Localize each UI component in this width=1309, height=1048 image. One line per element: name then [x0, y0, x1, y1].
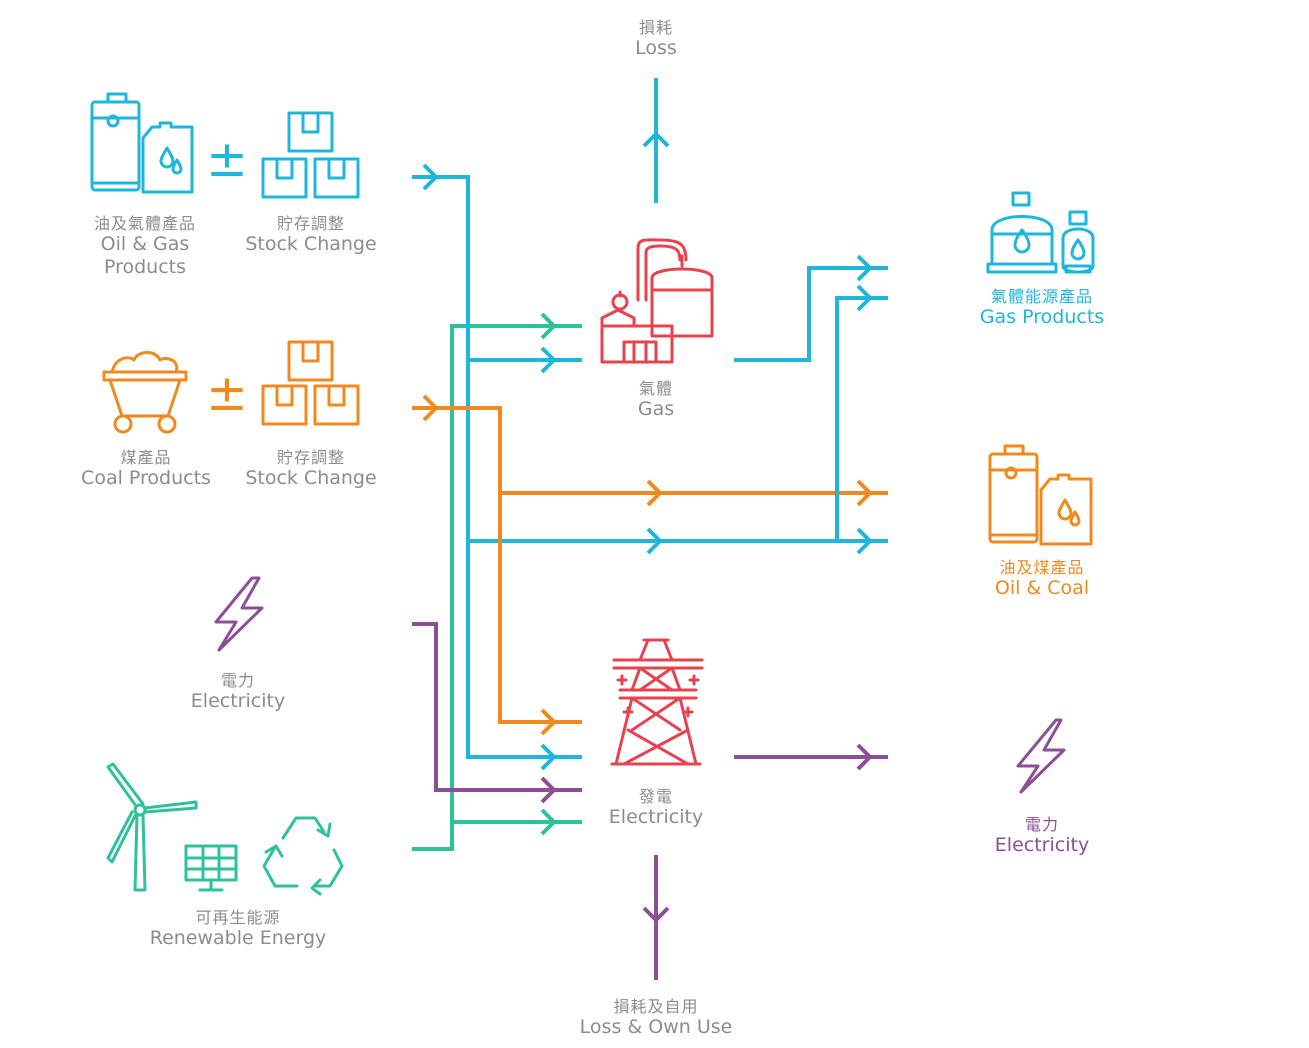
arrow-right-icon	[856, 254, 873, 282]
arrow-right-icon	[856, 743, 873, 771]
arrow-right-icon	[646, 527, 663, 555]
label-zh: 貯存調整	[276, 214, 345, 233]
label-zh: 損耗及自用	[613, 997, 699, 1016]
label-zh: 發電	[638, 787, 674, 806]
label-en: Oil & Gas	[100, 233, 190, 256]
gas-loss-label: 損耗 Loss	[635, 18, 677, 60]
lightning-icon	[1016, 718, 1066, 794]
arrow-right-icon	[540, 743, 557, 771]
lightning-icon	[214, 576, 264, 652]
power-loss-label: 損耗及自用 Loss & Own Use	[580, 997, 733, 1039]
solar-panel-icon	[184, 844, 238, 892]
electricity-output-label: 電力 Electricity	[995, 815, 1089, 857]
oil-coal-tanks-icon	[988, 444, 1093, 546]
arrow-right-icon	[540, 776, 557, 804]
label-en: Stock Change	[245, 233, 377, 256]
coal-stock-change-label: 貯存調整 Stock Change	[245, 448, 376, 490]
label-en: Gas Products	[979, 306, 1105, 329]
power-generation-label: 發電 Electricity	[609, 787, 703, 829]
label-en-line2: Products	[103, 255, 187, 278]
electricity-import-line	[412, 622, 582, 792]
label-en: Electricity	[994, 834, 1090, 857]
arrow-right-icon	[422, 394, 439, 422]
plus-minus-icon: ±	[206, 130, 248, 188]
recycle-icon	[262, 816, 344, 896]
label-zh: 氣體	[638, 379, 674, 398]
oil-gas-flow-line	[412, 175, 888, 759]
wind-turbine-icon	[106, 762, 198, 892]
label-en: Renewable Energy	[149, 927, 327, 950]
label-en: Loss & Own Use	[579, 1016, 733, 1039]
coal-cart-icon	[102, 351, 188, 434]
label-en: Coal Products	[81, 467, 211, 490]
label-zh: 損耗	[638, 18, 673, 37]
plus-minus-icon: ±	[206, 364, 248, 422]
gas-cylinders-icon	[986, 191, 1095, 274]
arrow-down-icon	[642, 906, 670, 923]
arrow-right-icon	[856, 527, 873, 555]
label-en: Oil & Coal	[994, 577, 1090, 600]
label-zh: 貯存調整	[276, 448, 345, 467]
arrow-right-icon	[540, 346, 557, 374]
transmission-tower-icon	[610, 638, 704, 766]
label-zh: 油及煤產品	[999, 558, 1085, 577]
arrow-right-icon	[540, 312, 557, 340]
oil-gas-products-label: 油及氣體產品 Oil & Gas Products	[94, 214, 196, 279]
plus-minus-sign: ±	[206, 130, 248, 188]
electricity-source-label: 電力 Electricity	[191, 671, 285, 713]
label-en: Loss	[635, 37, 677, 60]
label-zh: 煤產品	[120, 448, 172, 467]
label-zh: 油及氣體產品	[93, 214, 197, 233]
oil-gas-tanks-icon	[90, 92, 194, 194]
arrow-right-icon	[422, 163, 439, 191]
coal-flow-line	[412, 406, 888, 724]
gas-plant-icon	[600, 238, 714, 364]
arrow-right-icon	[856, 479, 873, 507]
label-zh: 電力	[1024, 815, 1060, 834]
oil-gas-stock-change-label: 貯存調整 Stock Change	[245, 214, 376, 256]
arrow-right-icon	[856, 284, 873, 312]
label-en: Electricity	[190, 690, 286, 713]
arrow-right-icon	[540, 708, 557, 736]
arrow-chevrons	[422, 131, 873, 923]
label-zh: 可再生能源	[195, 908, 281, 927]
renewable-flow-line	[412, 324, 582, 851]
label-zh: 氣體能源產品	[990, 287, 1094, 306]
stock-boxes-icon	[261, 111, 360, 199]
arrow-up-icon	[642, 131, 670, 148]
label-en: Gas	[637, 398, 675, 421]
stock-boxes-icon	[261, 340, 360, 426]
gas-products-output-label: 氣體能源產品 Gas Products	[980, 287, 1104, 329]
coal-products-label: 煤產品 Coal Products	[81, 448, 211, 490]
arrow-right-icon	[646, 479, 663, 507]
plus-minus-sign: ±	[206, 364, 248, 422]
label-en: Electricity	[608, 806, 704, 829]
oil-coal-output-label: 油及煤產品 Oil & Coal	[995, 558, 1089, 600]
gas-conversion-label: 氣體 Gas	[638, 379, 674, 421]
label-en: Stock Change	[245, 467, 377, 490]
label-zh: 電力	[220, 671, 256, 690]
arrow-right-icon	[540, 808, 557, 836]
renewable-energy-label: 可再生能源 Renewable Energy	[150, 908, 327, 950]
